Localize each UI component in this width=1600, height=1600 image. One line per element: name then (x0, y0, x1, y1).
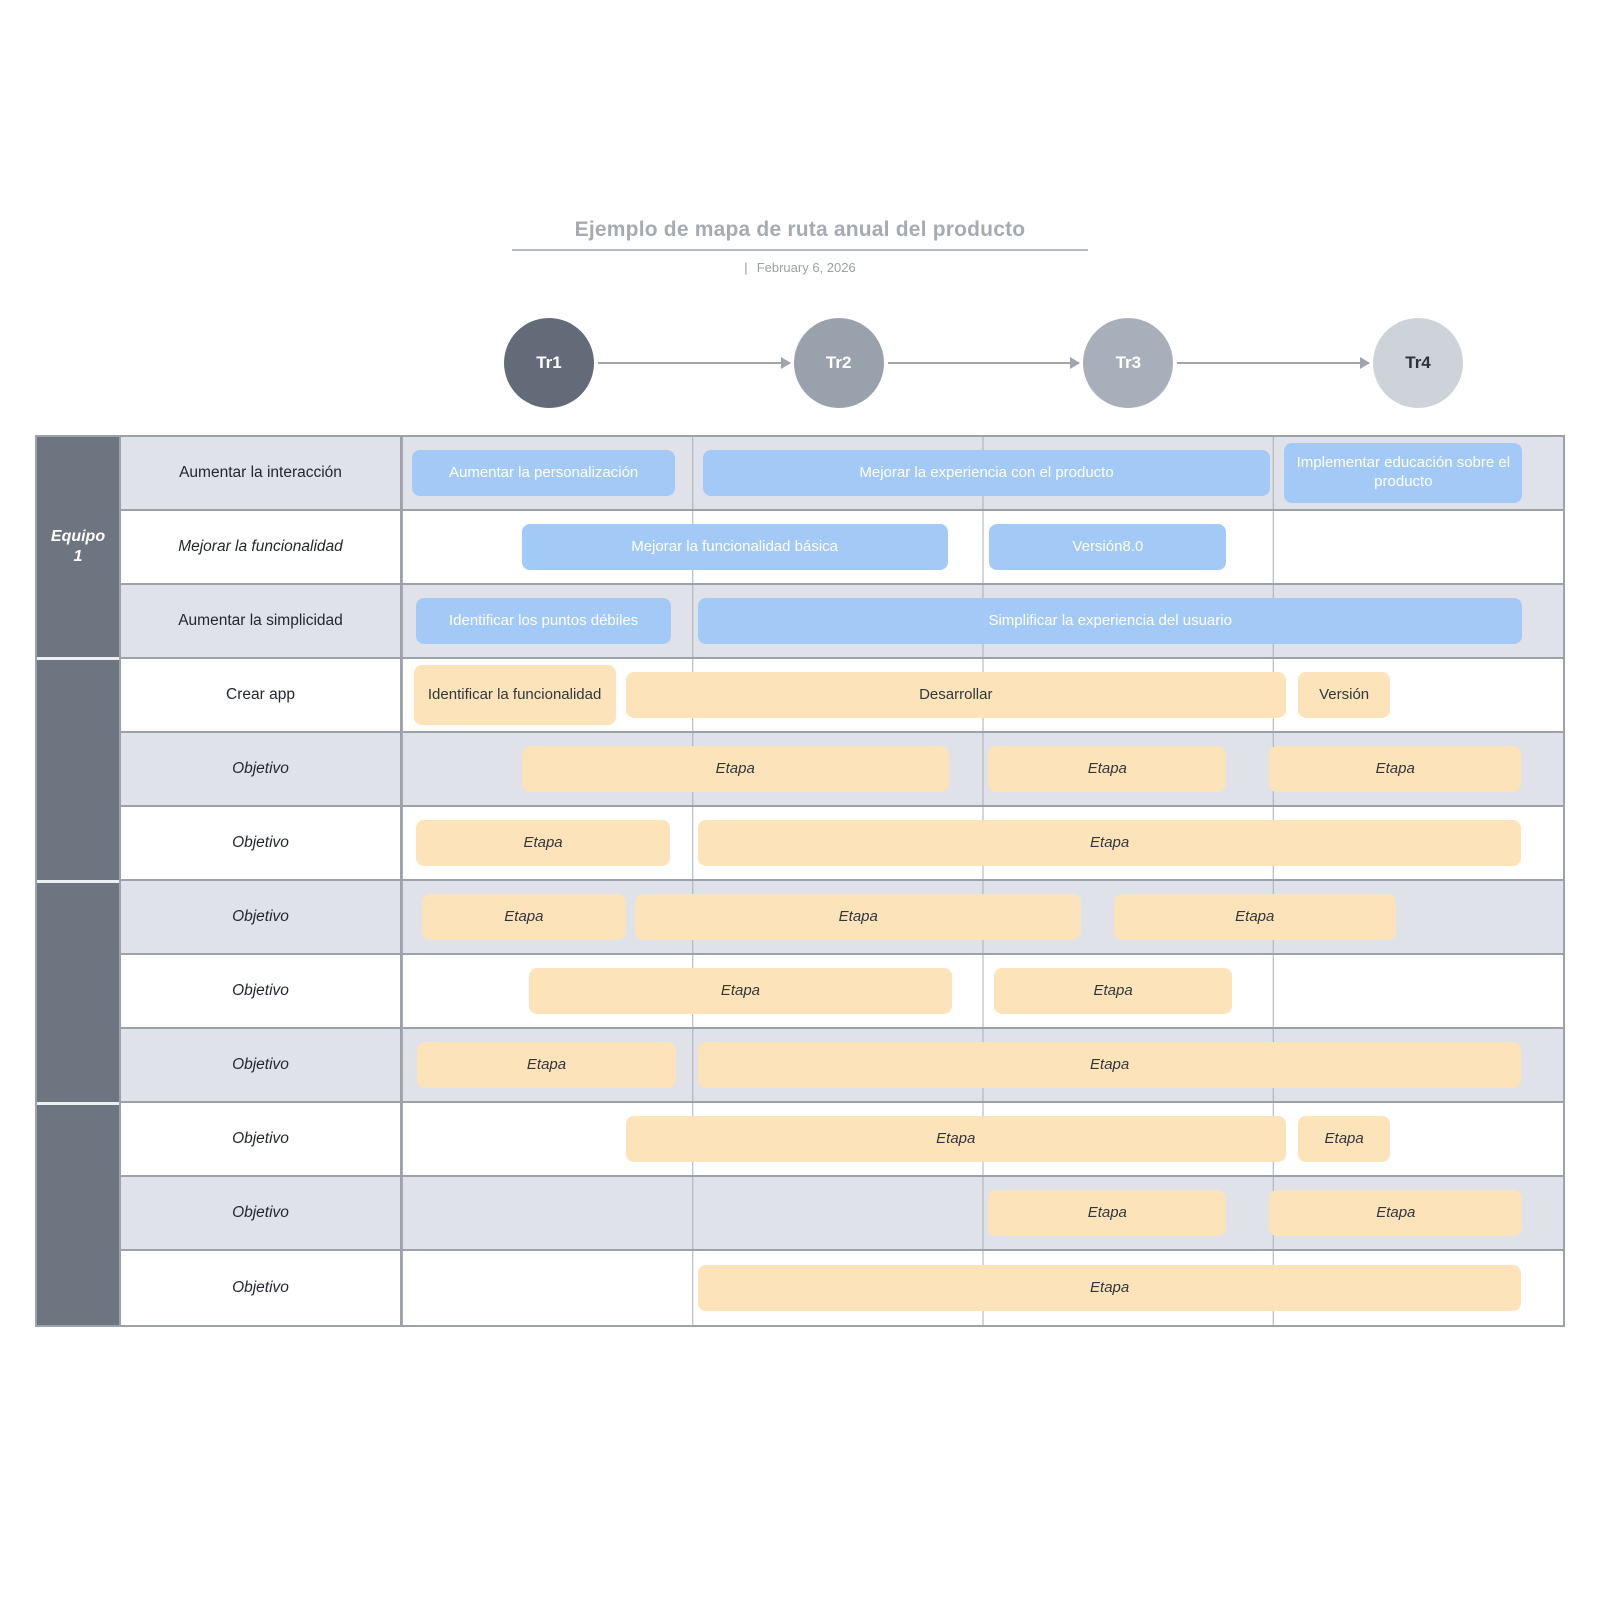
timeline-node-tr4[interactable]: Tr4 (1373, 318, 1464, 408)
sidebar-section-2[interactable] (37, 659, 119, 883)
row-label: Objetivo (119, 1177, 402, 1249)
row-label: Objetivo (119, 1029, 402, 1101)
quarter-timeline: Tr1 Tr2 Tr3 Tr4 (504, 317, 1464, 409)
row-track: Etapa Etapa (402, 1029, 1563, 1101)
roadmap-bar[interactable]: Etapa (988, 1190, 1227, 1236)
row-track: Identificar los puntos débiles Simplifica… (402, 585, 1563, 657)
page-title: Ejemplo de mapa de ruta anual del produc… (574, 218, 1026, 241)
roadmap-bar[interactable]: Etapa (1113, 894, 1396, 940)
row-label: Objetivo (119, 955, 402, 1027)
row-track: Etapa Etapa (402, 1177, 1563, 1249)
roadmap-bar[interactable]: Etapa (421, 894, 627, 940)
row-track: Etapa (402, 1251, 1563, 1325)
row-track: Mejorar la funcionalidad básica Versión8.… (402, 511, 1563, 583)
table-row: Objetivo Etapa Etapa (119, 955, 1563, 1029)
arrow-right-icon (887, 357, 1081, 369)
timeline-node-tr1[interactable]: Tr1 (504, 318, 594, 408)
table-row: Objetivo Etapa Etapa (119, 1029, 1563, 1103)
sidebar-section-4[interactable] (37, 1105, 119, 1325)
document-header: Ejemplo de mapa de ruta anual del produc… (0, 0, 1600, 275)
sidebar-section-3[interactable] (37, 882, 119, 1106)
sidebar-section-label: Equipo 1 (50, 527, 106, 565)
row-track: Etapa Etapa (402, 1103, 1563, 1175)
row-label: Objetivo (119, 807, 402, 879)
arrow-right-icon (1177, 357, 1370, 369)
title-underline (512, 249, 1088, 251)
row-track: Etapa Etapa (402, 955, 1563, 1027)
roadmap-bar[interactable]: Etapa (698, 1042, 1522, 1088)
sidebar-section-1[interactable]: Equipo 1 (37, 437, 119, 660)
roadmap-bar[interactable]: Etapa (994, 968, 1233, 1014)
row-label: Objetivo (119, 1103, 402, 1175)
table-row: Objetivo Etapa Etapa (119, 1177, 1563, 1251)
roadmap-bar[interactable]: Etapa (626, 1116, 1286, 1162)
row-label: Crear app (119, 659, 402, 731)
roadmap-bar[interactable]: Mejorar la funcionalidad básica (521, 524, 948, 570)
date-text: February 6, 2026 (756, 260, 856, 275)
timeline-node-tr2[interactable]: Tr2 (793, 318, 884, 408)
row-label: Aumentar la interacción (119, 437, 402, 509)
team-sidebar: Equipo 1 (37, 437, 119, 1325)
row-track: Etapa Etapa Etapa (402, 733, 1563, 805)
row-label: Mejorar la funcionalidad (119, 511, 402, 583)
roadmap-bar[interactable]: Identificar los puntos débiles (415, 598, 672, 644)
date-line: | February 6, 2026 (0, 260, 1600, 275)
roadmap-bar[interactable]: Aumentar la personalización (412, 450, 675, 496)
roadmap-bar[interactable]: Identificar la funcionalidad (413, 665, 616, 725)
roadmap-bar[interactable]: Etapa (521, 746, 949, 792)
row-label: Objetivo (119, 881, 402, 953)
row-track: Etapa Etapa (402, 807, 1563, 879)
roadmap-bar[interactable]: Etapa (635, 894, 1082, 940)
roadmap-bar[interactable]: Implementar educación sobre el producto (1284, 443, 1523, 503)
row-label: Objetivo (119, 733, 402, 805)
roadmap-bar[interactable]: Desarrollar (626, 672, 1286, 718)
timeline-node-tr3[interactable]: Tr3 (1083, 318, 1174, 408)
date-separator: | (744, 260, 748, 275)
roadmap-bar[interactable]: Etapa (415, 820, 671, 866)
roadmap-bar[interactable]: Simplificar la experiencia del usuario (698, 598, 1523, 644)
table-row: Objetivo Etapa Etapa (119, 1103, 1563, 1177)
table-row: Objetivo Etapa Etapa (119, 807, 1563, 881)
roadmap-bar[interactable]: Etapa (1269, 746, 1522, 792)
table-row: Objetivo Etapa (119, 1251, 1563, 1325)
row-track: Aumentar la personalización Mejorar la ex… (402, 437, 1563, 509)
roadmap-bar[interactable]: Etapa (417, 1042, 676, 1088)
roadmap-bar[interactable]: Etapa (1298, 1116, 1390, 1162)
roadmap-bar[interactable]: Mejorar la experiencia con el producto (702, 450, 1271, 496)
row-label: Objetivo (119, 1251, 402, 1325)
roadmap-bar[interactable]: Etapa (528, 968, 953, 1014)
roadmap-bar[interactable]: Versión8.0 (989, 524, 1227, 570)
table-row: Objetivo Etapa Etapa Etapa (119, 733, 1563, 807)
row-label: Aumentar la simplicidad (119, 585, 402, 657)
arrow-right-icon (598, 357, 791, 369)
roadmap-bar[interactable]: Etapa (1269, 1190, 1523, 1236)
roadmap-bar[interactable]: Etapa (698, 820, 1522, 866)
roadmap-bar[interactable]: Versión (1298, 672, 1390, 718)
roadmap-bar[interactable]: Etapa (988, 746, 1227, 792)
roadmap-bar[interactable]: Etapa (698, 1265, 1522, 1311)
